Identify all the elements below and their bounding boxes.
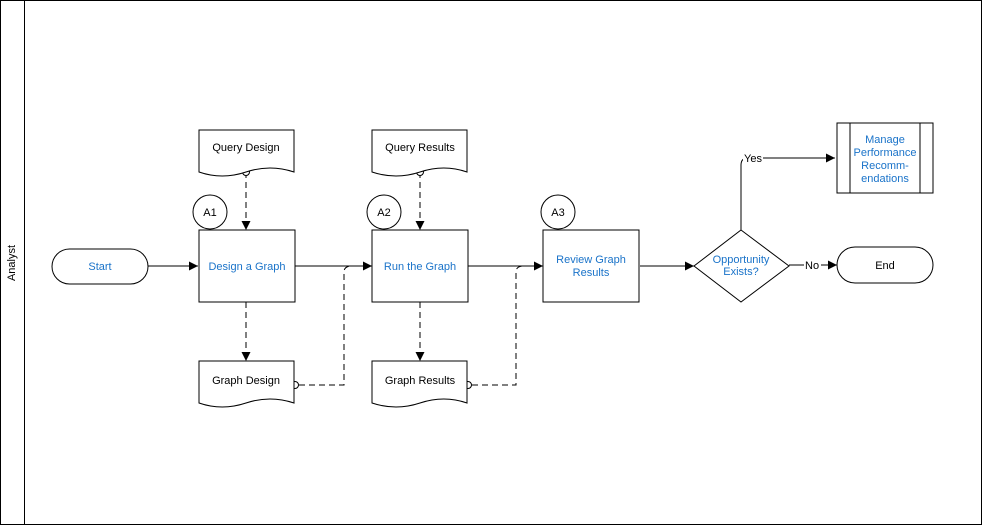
process-review-results[interactable]: Review Graph Results [542, 229, 640, 303]
lane-label: Analyst [6, 245, 18, 281]
end-node[interactable]: End [836, 246, 934, 284]
subprocess-manage-recommendations[interactable]: Manage Performance Recomm- endations [836, 122, 934, 194]
process-run-graph[interactable]: Run the Graph [371, 229, 469, 303]
edge-no-label: No [805, 260, 819, 272]
run-graph-label: Run the Graph [384, 261, 456, 273]
decision-opportunity[interactable]: Opportunity Exists? [693, 229, 790, 303]
edge-yes-label: Yes [744, 153, 762, 165]
yes-label-bg [743, 151, 763, 164]
decision-label-line1: Opportunity [713, 254, 770, 266]
manage-label-line1: Manage [865, 134, 905, 146]
marker-a3: A3 [540, 194, 576, 230]
marker-a1: A1 [192, 194, 228, 230]
decision-label-line2: Exists? [723, 266, 758, 278]
review-results-label-line1: Review Graph [556, 254, 626, 266]
manage-label-line3: Recomm- [861, 160, 909, 172]
document-graph-design[interactable]: Graph Design [198, 360, 295, 408]
end-label: End [875, 260, 895, 272]
query-design-label: Query Design [212, 142, 279, 154]
marker-a3-label: A3 [551, 207, 564, 219]
marker-a2: A2 [366, 194, 402, 230]
dataflow-graph-results-to-review [472, 265, 525, 386]
design-graph-label: Design a Graph [208, 261, 285, 273]
graph-results-label: Graph Results [385, 375, 456, 387]
document-query-design[interactable]: Query Design [198, 129, 295, 177]
process-design-graph[interactable]: Design a Graph [198, 229, 296, 303]
graph-design-label: Graph Design [212, 375, 280, 387]
marker-a2-label: A2 [377, 207, 390, 219]
query-results-label: Query Results [385, 142, 455, 154]
start-node[interactable]: Start [51, 248, 149, 285]
marker-a1-label: A1 [203, 207, 216, 219]
dataflow-graph-design-to-run [299, 265, 353, 386]
no-label-bg [804, 259, 821, 272]
manage-label-line4: endations [861, 173, 909, 185]
document-query-results[interactable]: Query Results [371, 129, 468, 177]
start-label: Start [88, 261, 111, 273]
manage-label-line2: Performance [854, 147, 917, 159]
review-results-label-line2: Results [573, 267, 610, 279]
document-graph-results[interactable]: Graph Results [371, 360, 468, 408]
